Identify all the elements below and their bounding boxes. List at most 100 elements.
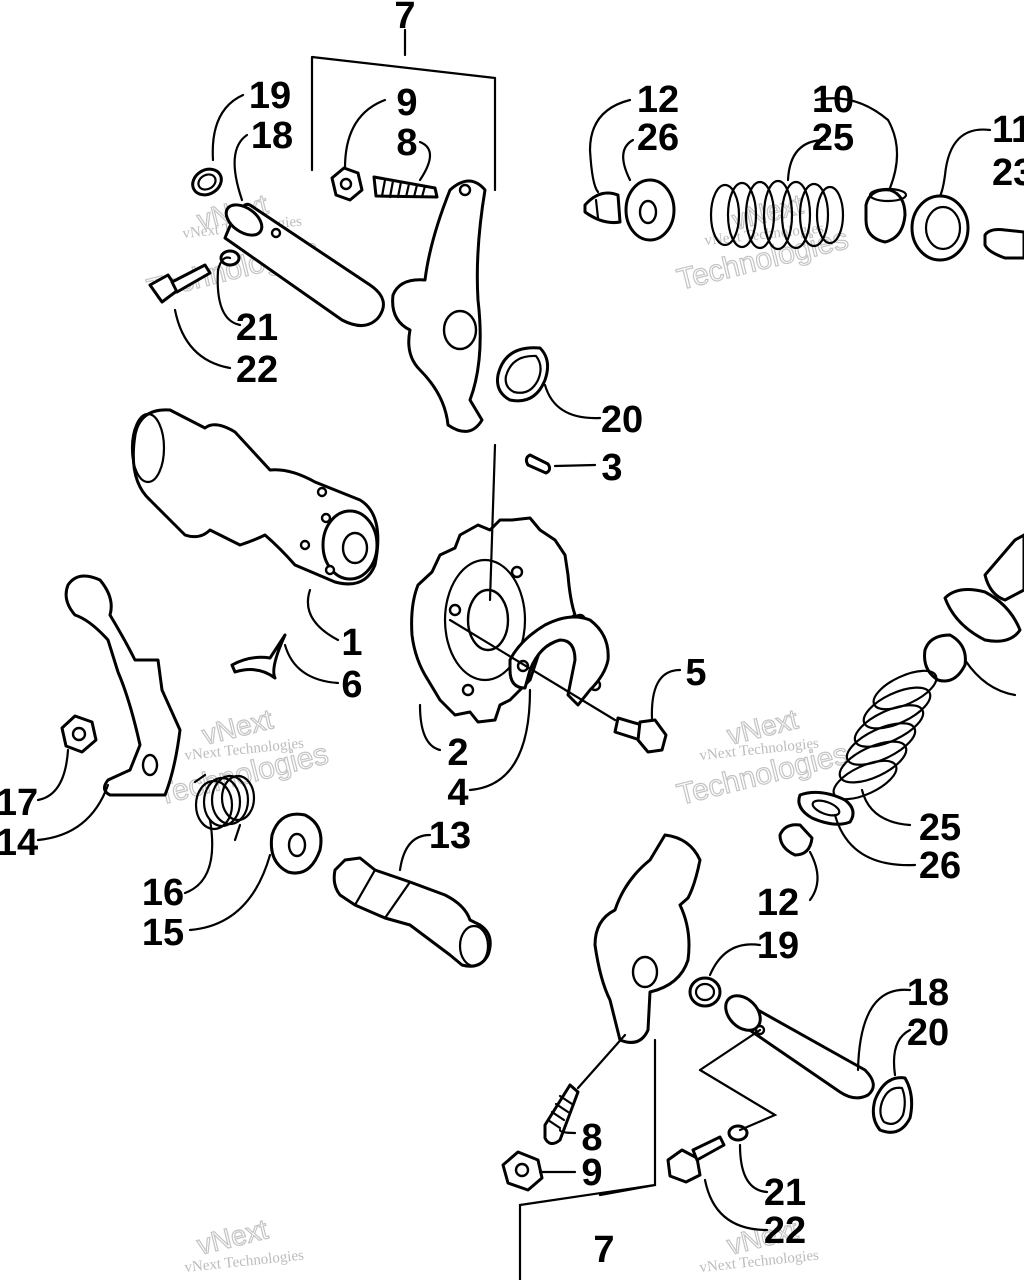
callout-17: 17 bbox=[0, 782, 38, 824]
leader-line bbox=[183, 818, 214, 895]
callout-25: 25 bbox=[919, 807, 961, 849]
valve-seal-part bbox=[923, 633, 967, 683]
leader-line bbox=[188, 853, 272, 932]
decompressor-plate-part bbox=[508, 615, 610, 707]
leader-line bbox=[543, 383, 602, 420]
camshaft-hole bbox=[324, 564, 336, 576]
shaft-end bbox=[224, 203, 264, 237]
leader-line bbox=[963, 658, 1017, 697]
callout-7: 7 bbox=[593, 1229, 614, 1271]
callout-21: 21 bbox=[236, 307, 278, 349]
valve-parts-lower bbox=[778, 533, 1024, 902]
leader-line bbox=[738, 1143, 769, 1194]
leader-line bbox=[173, 308, 232, 370]
bolt-shank bbox=[170, 263, 212, 294]
leader-line bbox=[468, 688, 532, 792]
camshaft-end bbox=[130, 412, 166, 484]
callout-1: 1 bbox=[341, 622, 362, 664]
sprocket-hub bbox=[443, 558, 527, 682]
decompressor-shaft-part bbox=[332, 856, 492, 968]
o-ring-part bbox=[688, 976, 722, 1008]
callout-20: 20 bbox=[601, 399, 643, 441]
callout-18: 18 bbox=[907, 972, 949, 1014]
valve-retainer-part bbox=[797, 790, 855, 826]
bracket-line bbox=[698, 1028, 778, 1132]
callout-26: 26 bbox=[637, 117, 679, 159]
sprocket-hole bbox=[510, 565, 524, 579]
leader-line bbox=[708, 943, 762, 977]
callout-8: 8 bbox=[581, 1117, 602, 1159]
o-ring-inner bbox=[197, 173, 217, 191]
rocker-arm-part bbox=[391, 179, 487, 433]
callout-22: 22 bbox=[236, 349, 278, 391]
torsion-spring-part bbox=[193, 773, 256, 842]
callout-26: 26 bbox=[919, 845, 961, 887]
valve-spring-part bbox=[832, 669, 938, 801]
callout-21: 21 bbox=[764, 1172, 806, 1214]
decompressor-lever-part bbox=[64, 574, 182, 797]
rocker-arm-bore bbox=[442, 309, 478, 351]
camshaft-bore bbox=[341, 531, 369, 565]
leader-line bbox=[233, 133, 249, 202]
nut-hole bbox=[339, 177, 353, 191]
callout-18: 18 bbox=[251, 115, 293, 157]
camshaft-sprocket-group bbox=[130, 408, 682, 792]
callout-13: 13 bbox=[429, 815, 471, 857]
callout-19: 19 bbox=[757, 925, 799, 967]
rocker-arm-assembly-bottom bbox=[501, 833, 914, 1280]
leader-line bbox=[650, 668, 682, 722]
leader-line bbox=[36, 748, 70, 802]
nut-hole bbox=[514, 1162, 530, 1178]
o-ring-part bbox=[496, 346, 550, 403]
dowel-pin-part bbox=[524, 453, 552, 475]
callout-4: 4 bbox=[447, 772, 468, 814]
retainer-hole bbox=[811, 799, 841, 817]
shaft-hole bbox=[270, 227, 282, 239]
leader-line bbox=[892, 1028, 912, 1077]
callout-10: 10 bbox=[812, 79, 854, 121]
valve-cotter-part bbox=[778, 823, 814, 857]
callout-22: 22 bbox=[764, 1210, 806, 1252]
camshaft-part bbox=[131, 408, 380, 586]
callout-11: 11 bbox=[992, 109, 1024, 151]
leader-line bbox=[814, 97, 899, 190]
callout-19: 19 bbox=[249, 75, 291, 117]
leader-line bbox=[703, 1178, 769, 1232]
leader-line bbox=[786, 138, 827, 182]
camshaft-hole bbox=[316, 486, 328, 498]
o-ring-part bbox=[191, 167, 223, 197]
sprocket-hole bbox=[448, 603, 462, 617]
screw-thread bbox=[380, 178, 427, 199]
o-ring-inner bbox=[879, 1086, 906, 1125]
callout-25: 25 bbox=[812, 117, 854, 159]
callout-23: 23 bbox=[992, 152, 1024, 194]
shaft-shoulder bbox=[353, 868, 412, 920]
valve-spring-part bbox=[709, 179, 845, 251]
lever-hole bbox=[141, 753, 159, 777]
leader-line bbox=[938, 128, 992, 198]
retainer-hole bbox=[638, 199, 658, 225]
shaft-end bbox=[458, 924, 490, 968]
callout-6: 6 bbox=[341, 664, 362, 706]
leader-line bbox=[622, 138, 635, 182]
leader-line bbox=[211, 93, 245, 162]
leader-line bbox=[833, 813, 917, 867]
adjuster-screw-part bbox=[372, 175, 439, 199]
valve-parts-top bbox=[583, 97, 1024, 262]
rocker-arm-assembly-top bbox=[148, 28, 602, 433]
callout-12: 12 bbox=[757, 882, 799, 924]
valve-stem-part bbox=[983, 228, 1024, 260]
leader-line bbox=[856, 988, 912, 1072]
bolt-shank bbox=[691, 1135, 726, 1162]
spring-seat-part bbox=[943, 588, 1022, 643]
callout-16: 16 bbox=[142, 872, 184, 914]
leader-line bbox=[588, 98, 632, 194]
callout-2: 2 bbox=[447, 732, 468, 774]
camshaft-hole bbox=[320, 512, 332, 524]
callout-9: 9 bbox=[581, 1152, 602, 1194]
leader-line bbox=[418, 140, 432, 182]
callout-3: 3 bbox=[601, 447, 622, 489]
woodruff-key-part bbox=[230, 633, 287, 680]
callout-7: 7 bbox=[394, 0, 415, 37]
